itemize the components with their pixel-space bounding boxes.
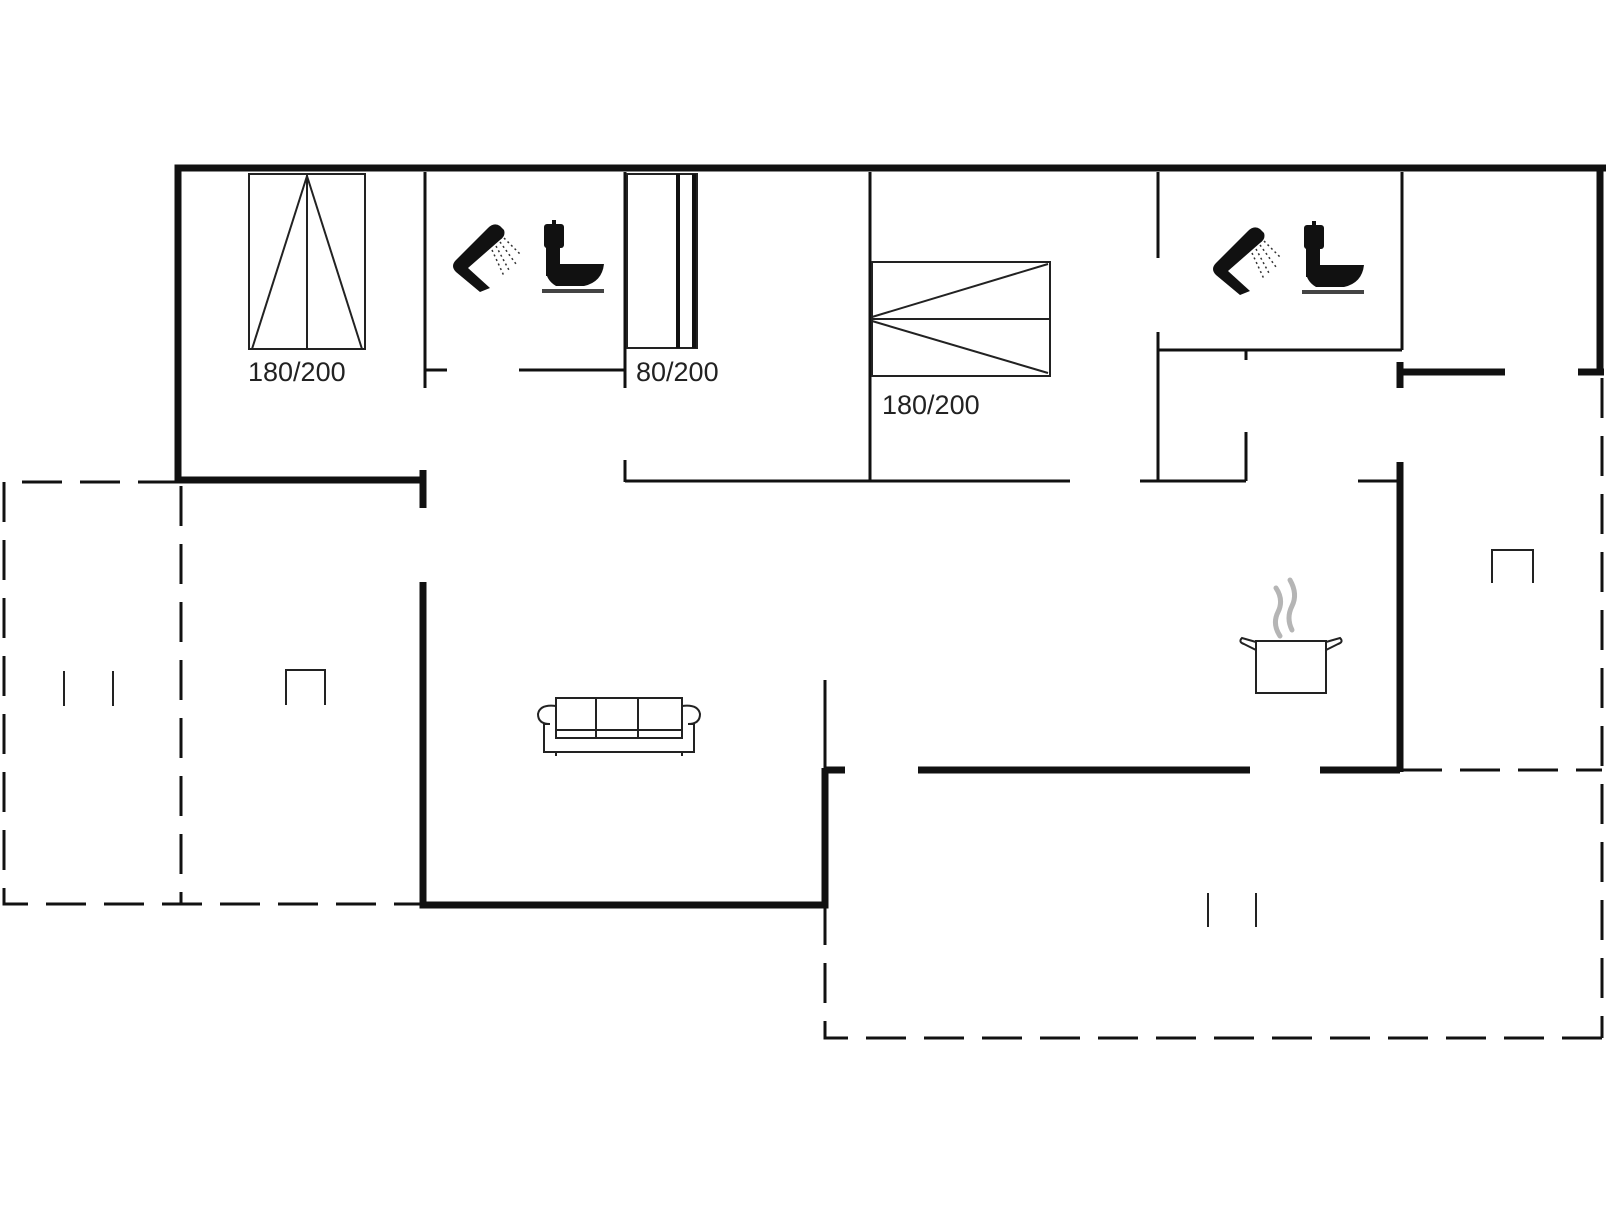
terrace-outlines [2, 378, 1604, 1040]
bed-1-size-label: 180/200 [248, 357, 346, 387]
bed-2-size-label: 80/200 [636, 357, 719, 387]
shower-icon [1213, 227, 1281, 295]
door-symbol [285, 669, 326, 705]
window-symbol [1207, 893, 1257, 927]
bed-3 [871, 261, 1051, 377]
bed-1 [248, 173, 366, 350]
interior-walls [423, 172, 1404, 770]
exterior-walls [174, 164, 1606, 909]
shower-icon [453, 224, 521, 292]
bed-2 [626, 173, 698, 349]
cooking-pot-icon [1239, 577, 1343, 694]
toilet-icon [1302, 221, 1364, 294]
bed-3-size-label: 180/200 [882, 390, 980, 420]
window-symbol [63, 671, 114, 706]
door-symbol [1491, 549, 1534, 583]
sofa-icon [536, 697, 702, 756]
toilet-icon [542, 220, 604, 293]
